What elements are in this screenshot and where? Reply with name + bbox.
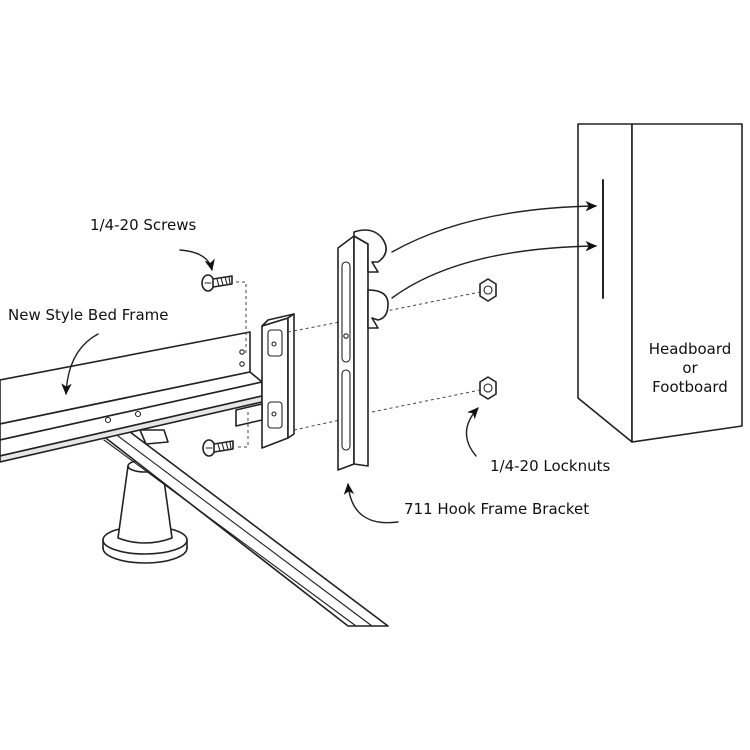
bed-frame-arrow (61, 333, 99, 396)
screws-arrow (179, 249, 215, 272)
headboard-label-line3: Footboard (652, 378, 728, 396)
rail-end-plate (235, 313, 295, 449)
screws-label: 1/4-20 Screws (90, 216, 197, 234)
locknut-bottom (479, 376, 497, 400)
bracket-arrow (343, 482, 399, 524)
alignment-lines (236, 281, 481, 448)
headboard-label-line2: or (682, 359, 698, 377)
hook-arrows (391, 200, 598, 299)
locknuts-label: 1/4-20 Locknuts (490, 457, 611, 475)
bracket-label: 711 Hook Frame Bracket (404, 500, 589, 518)
locknuts-arrow (465, 407, 479, 457)
caster-leg (102, 459, 188, 564)
hook-bracket (337, 229, 389, 471)
screw-bottom (202, 439, 234, 457)
side-rail (0, 331, 263, 463)
headboard-label-line1: Headboard (649, 340, 732, 358)
bed-frame-label: New Style Bed Frame (8, 306, 168, 324)
locknut-top (479, 278, 497, 302)
screw-top (201, 274, 233, 292)
